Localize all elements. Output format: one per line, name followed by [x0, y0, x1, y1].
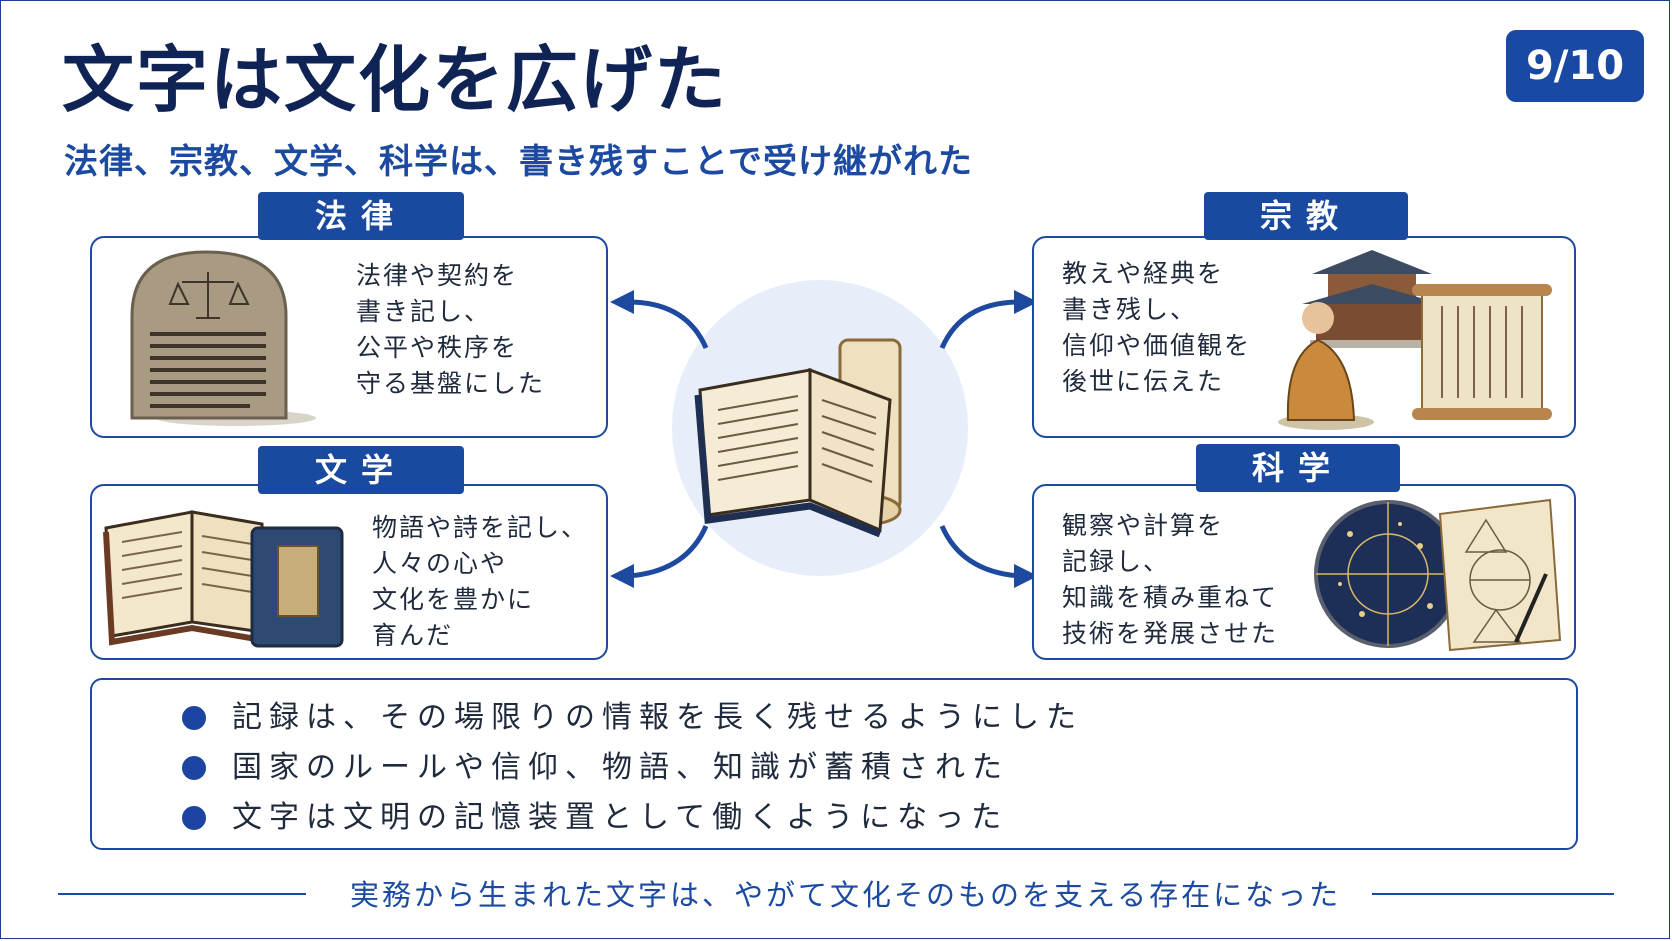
science-line: 観察や計算を — [1062, 511, 1225, 540]
temple-monk-scroll-icon — [1278, 250, 1552, 430]
religion-line: 後世に伝えた — [1062, 367, 1225, 396]
law-line: 守る基盤にした — [356, 369, 546, 398]
literature-line: 物語や詩を記し、 — [372, 513, 589, 542]
literature-description: 物語や詩を記し、 人々の心や 文化を豊かに 育んだ — [372, 510, 588, 654]
science-description: 観察や計算を 記録し、 知識を積み重ねて 技術を発展させた — [1062, 508, 1278, 652]
religion-tab: 宗教 — [1204, 192, 1408, 240]
open-book-scroll-icon — [694, 338, 902, 538]
summary-bullet-3: 文字は文明の記憶装置として働くようになった — [182, 798, 1009, 838]
arrow-to-science-icon — [939, 524, 1038, 588]
literature-line: 文化を豊かに — [372, 585, 535, 614]
law-line: 法律や契約を — [356, 261, 519, 290]
footer-rule-left — [58, 893, 306, 895]
arrow-to-religion-icon — [939, 290, 1038, 350]
religion-line: 教えや経典を — [1062, 259, 1225, 288]
law-line: 書き記し、 — [356, 297, 492, 326]
summary-bullet-2: 国家のルールや信仰、物語、知識が蓄積された — [182, 748, 1009, 788]
arrow-to-law-icon — [610, 290, 709, 350]
science-line: 知識を積み重ねて — [1062, 583, 1279, 612]
page-number-badge: 9/10 — [1506, 30, 1644, 102]
summary-bullet-text: 国家のルールや信仰、物語、知識が蓄積された — [232, 750, 1009, 785]
summary-box: 記録は、その場限りの情報を長く残せるようにした 国家のルールや信仰、物語、知識が… — [90, 678, 1578, 850]
footer-caption: 実務から生まれた文字は、やがて文化そのものを支える存在になった — [350, 878, 1342, 912]
arrow-to-literature-icon — [610, 524, 709, 588]
religion-line: 書き残し、 — [1062, 295, 1198, 324]
page-title: 文字は文化を広げた — [62, 38, 729, 122]
bullet-dot-icon — [182, 756, 206, 780]
literature-tab: 文学 — [258, 446, 464, 494]
page-subtitle: 法律、宗教、文学、科学は、書き残すことで受け継がれた — [64, 142, 973, 182]
books-icon — [103, 510, 344, 648]
science-line: 技術を発展させた — [1062, 619, 1279, 648]
star-chart-geometry-icon — [1314, 498, 1562, 652]
religion-description: 教えや経典を 書き残し、 信仰や価値観を 後世に伝えた — [1062, 256, 1251, 400]
religion-line: 信仰や価値観を — [1062, 331, 1252, 360]
bullet-dot-icon — [182, 806, 206, 830]
science-line: 記録し、 — [1062, 547, 1171, 576]
law-description: 法律や契約を 書き記し、 公平や秩序を 守る基盤にした — [356, 258, 545, 402]
summary-bullet-1: 記録は、その場限りの情報を長く残せるようにした — [182, 698, 1083, 738]
literature-line: 人々の心や — [372, 549, 508, 578]
science-tab: 科学 — [1196, 444, 1400, 492]
summary-bullet-text: 文字は文明の記憶装置として働くようになった — [232, 800, 1009, 835]
bullet-dot-icon — [182, 706, 206, 730]
law-line: 公平や秩序を — [356, 333, 519, 362]
law-tab: 法律 — [258, 192, 464, 240]
literature-line: 育んだ — [372, 621, 454, 650]
summary-bullet-text: 記録は、その場限りの情報を長く残せるようにした — [232, 700, 1083, 735]
footer-rule-right — [1372, 893, 1614, 895]
stone-tablet-scales-icon — [130, 250, 316, 426]
